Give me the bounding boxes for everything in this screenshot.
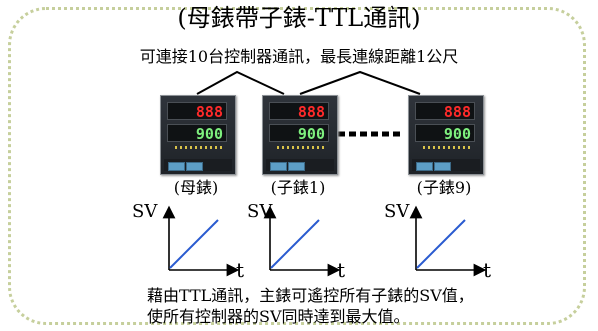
diagram-title: (母錶帶子錶-TTL通訊) — [177, 4, 421, 32]
led-row — [423, 146, 471, 149]
led-row — [277, 146, 325, 149]
caption-slave-1: (子錶1) — [270, 178, 326, 197]
mode-button — [434, 162, 451, 171]
wire-master-to-slave1 — [196, 70, 285, 95]
led-row — [175, 146, 223, 149]
sv-label: SV — [132, 201, 158, 222]
sv-display: 900 — [415, 124, 475, 143]
pv-display: 888 — [415, 102, 475, 121]
sv-ramp-line — [416, 219, 466, 269]
controller-slave-1: 888 900 — [262, 95, 338, 175]
description-line-2: 使所有控制器的SV同時達到最大值。 — [147, 307, 410, 326]
sv-graph-slave-1 — [263, 205, 341, 277]
set-button — [168, 162, 185, 171]
diagram-subtitle: 可連接10台控制器通訊，最長連線距離1公尺 — [139, 47, 459, 66]
pv-display: 888 — [167, 102, 227, 121]
set-button — [270, 162, 287, 171]
t-label: t — [236, 258, 245, 282]
sv-ramp-line — [270, 219, 320, 269]
sv-display: 900 — [167, 124, 227, 143]
controller-master: 888 900 — [160, 95, 236, 175]
dotted-frame — [8, 7, 586, 325]
sv-label: SV — [384, 201, 410, 222]
controller-slave-9: 888 900 — [408, 95, 484, 175]
caption-slave-9: (子錶9) — [416, 178, 472, 197]
caption-master: (母錶) — [173, 178, 219, 197]
sv-display: 900 — [269, 124, 329, 143]
sv-ramp-line — [169, 219, 219, 269]
mode-button — [186, 162, 203, 171]
set-button — [416, 162, 433, 171]
sv-graph-master — [162, 205, 240, 277]
t-label: t — [337, 258, 346, 282]
wire-slave1-to-slave9 — [299, 70, 421, 95]
t-label: t — [483, 258, 492, 282]
mode-button — [288, 162, 305, 171]
description-line-1: 藉由TTL通訊，主錶可遙控所有子錶的SV值， — [147, 286, 474, 305]
sv-graph-slave-9 — [409, 205, 487, 277]
pv-display: 888 — [269, 102, 329, 121]
sv-label: SV — [247, 201, 273, 222]
